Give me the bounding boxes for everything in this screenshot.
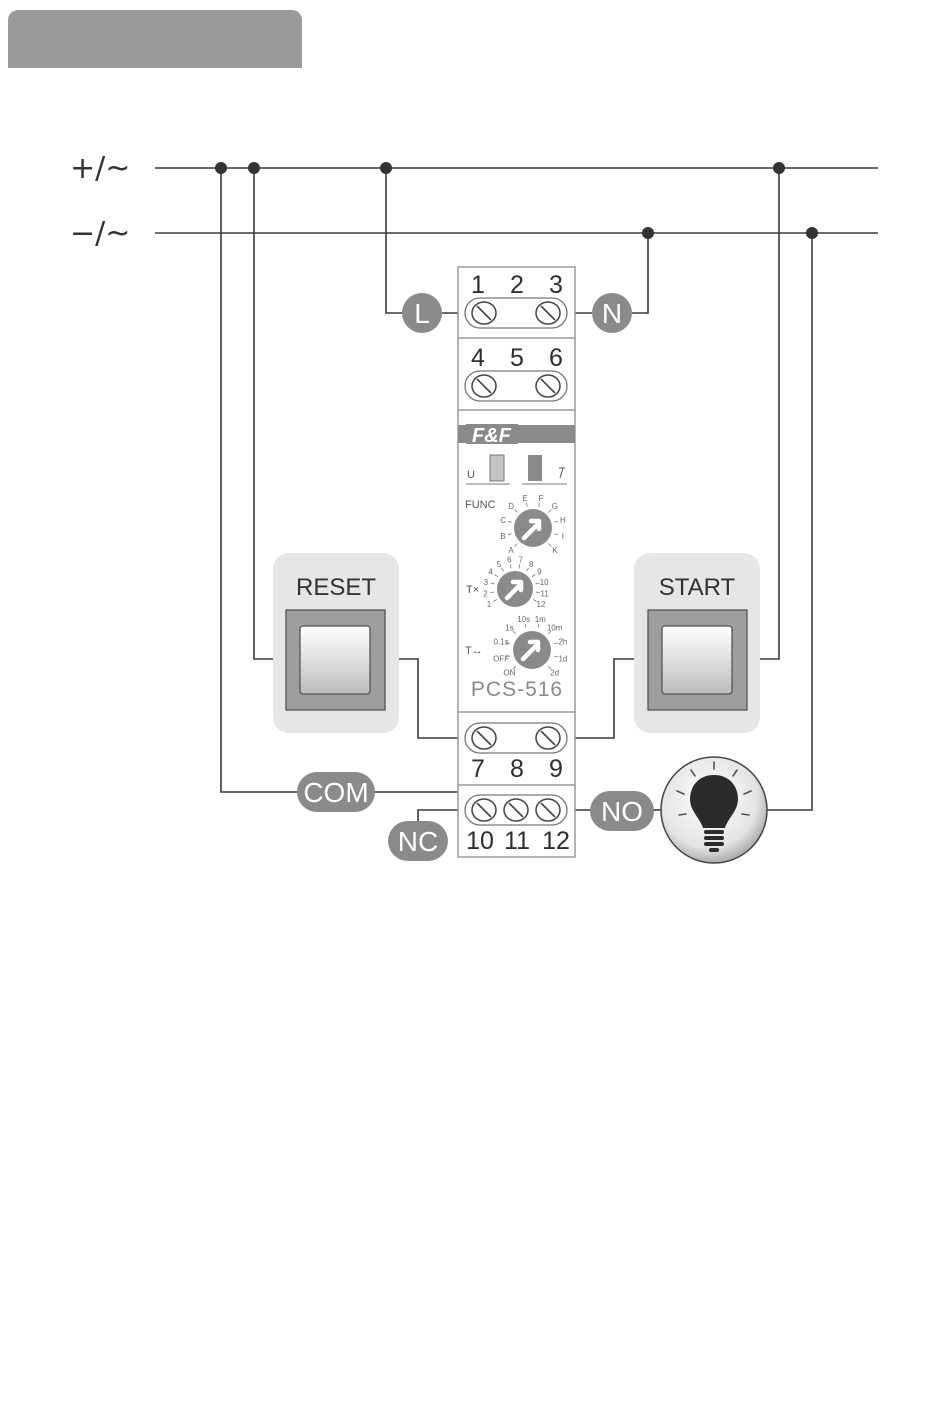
func-tick-label: G: [552, 502, 558, 511]
tx-tick-label: 5: [497, 560, 502, 569]
start-label: START: [659, 574, 736, 601]
svg-text:N: N: [602, 298, 622, 329]
terminal-11: 11: [504, 827, 530, 855]
svg-text:L: L: [414, 298, 430, 329]
func-tick-label: A: [508, 546, 514, 555]
tx-tick-label: 9: [537, 568, 542, 577]
pill-no: NO: [590, 791, 654, 831]
time-range-knob: [513, 631, 551, 669]
junctions: [215, 162, 818, 239]
reset-label: RESET: [296, 574, 376, 601]
terminal-3: 3: [549, 271, 563, 299]
relay-led: [528, 455, 542, 481]
tx-tick-label: 6: [507, 556, 512, 565]
positive-rail-label: +/~: [70, 151, 130, 186]
tx-tick-label: 3: [484, 578, 489, 587]
brand-logo: F&F: [472, 425, 512, 447]
model-label: PCS-516: [471, 678, 563, 701]
time-tick-label: 1s: [505, 623, 513, 632]
start-button: START: [634, 553, 760, 733]
time-tick-label: 10s: [517, 615, 530, 624]
func-tick-label: H: [560, 516, 566, 525]
time-tick-label: 2d: [550, 669, 559, 678]
reset-button: RESET: [273, 553, 399, 733]
func-knob: [514, 509, 552, 547]
time-tick-label: 10m: [547, 623, 563, 632]
func-tick-label: C: [500, 516, 506, 525]
screw-9: [536, 727, 560, 749]
tx-tick-label: 10: [540, 578, 549, 587]
terminal-12: 12: [542, 827, 570, 855]
tarrow-label: T↔: [465, 645, 483, 657]
terminal-5: 5: [510, 344, 524, 372]
terminal-10: 10: [466, 827, 494, 855]
screw-11: [504, 799, 528, 821]
wire-n: [632, 233, 648, 313]
power-led: [490, 455, 504, 481]
terminal-4: 4: [471, 344, 485, 372]
tx-tick-label: 7: [518, 556, 523, 565]
func-tick-label: F: [539, 494, 544, 503]
time-tick-label: 2h: [558, 638, 567, 647]
tx-tick-label: 11: [541, 589, 550, 598]
tx-tick-label: 2: [483, 589, 488, 598]
func-tick-label: D: [508, 502, 514, 511]
terminal-7: 7: [471, 755, 485, 783]
time-tick-label: 1m: [535, 615, 546, 624]
pill-l: L: [402, 293, 442, 333]
screw-12: [536, 799, 560, 821]
svg-text:COM: COM: [303, 777, 368, 808]
time-tick-label: ON: [503, 669, 515, 678]
terminal-6: 6: [549, 344, 563, 372]
terminal-2: 2: [510, 271, 524, 299]
screw-7: [472, 727, 496, 749]
svg-text:NC: NC: [398, 826, 438, 857]
terminal-1: 1: [471, 271, 485, 299]
terminal-8: 8: [510, 755, 524, 783]
func-tick-label: B: [500, 532, 505, 541]
screw-4: [472, 375, 496, 397]
tx-tick-label: 1: [487, 600, 492, 609]
pill-com: COM: [297, 772, 375, 812]
tx-tick-label: 8: [529, 560, 534, 569]
wire-l: [386, 168, 402, 313]
func-tick-label: K: [552, 546, 558, 555]
screw-1: [472, 302, 496, 324]
pill-nc: NC: [388, 821, 448, 861]
time-tick-label: OFF: [493, 654, 509, 663]
pill-n: N: [592, 293, 632, 333]
svg-text:NO: NO: [601, 796, 643, 827]
time-tick-label: 1d: [558, 654, 567, 663]
screw-10: [472, 799, 496, 821]
tx-tick-label: 12: [537, 600, 546, 609]
negative-rail-label: −/~: [70, 216, 130, 251]
terminal-9: 9: [549, 755, 563, 783]
func-tick-label: E: [522, 494, 527, 503]
wire-bulb-return: [766, 233, 812, 810]
tx-knob: [497, 571, 533, 607]
func-tick-label: I: [562, 532, 564, 541]
relay-device: 1 2 3 4 5 6 7 8 9 10 11 12 F&F U FUNC AB…: [458, 267, 575, 857]
time-tick-label: 0.1s: [494, 638, 509, 647]
screw-6: [536, 375, 560, 397]
func-label: FUNC: [465, 499, 496, 511]
tx-tick-label: 4: [488, 568, 493, 577]
light-bulb-icon: [661, 757, 767, 863]
u-label: U: [467, 469, 475, 481]
tx-label: T×: [466, 584, 479, 596]
screw-3: [536, 302, 560, 324]
